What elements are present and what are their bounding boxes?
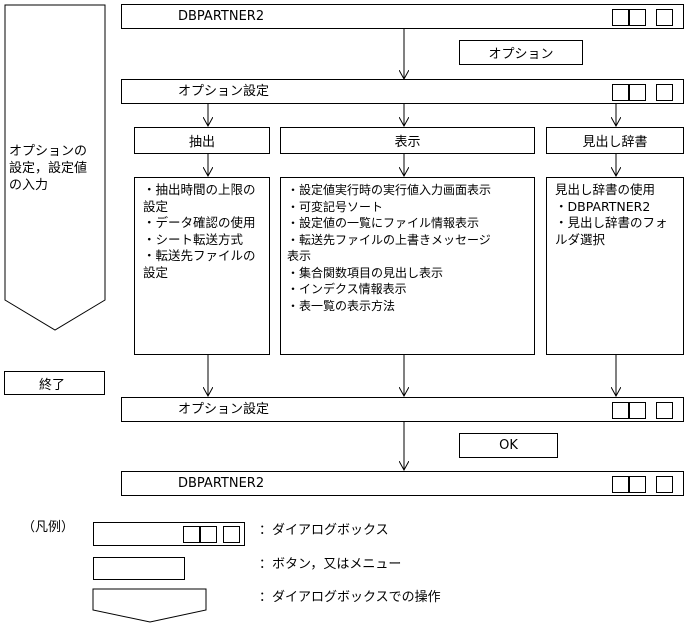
glossary-options-list: 見出し辞書の使用 ・DBPARTNER2 ・見出し辞書のフォ ルダ選択 — [546, 177, 684, 355]
dialog-dbpartner2-top: DBPARTNER2 — [121, 4, 684, 29]
legend-dialog-sample — [93, 522, 245, 546]
list-item: ・可変記号ソート — [287, 199, 384, 214]
legend-dialog-label: ：ダイアログボックス — [259, 523, 389, 538]
minimize-icon — [612, 476, 629, 493]
maximize-icon — [629, 9, 646, 26]
list-item: ・表一覧の表示方法 — [287, 298, 396, 313]
close-icon — [223, 526, 240, 543]
close-icon — [656, 9, 673, 26]
list-item: ・データ確認の使用 — [143, 215, 256, 230]
minimize-icon — [612, 402, 629, 419]
list-item: ルダ選択 — [555, 231, 606, 247]
list-item: ・設定値実行時の実行値入力画面表示 — [287, 183, 492, 197]
side-operation-label: オプションの 設定，設定値 の入力 — [9, 144, 88, 193]
maximize-icon — [629, 84, 646, 101]
dialog-title: オプション設定 — [178, 84, 270, 99]
list-item: 設定 — [143, 198, 169, 214]
tab-display-label: 表示 — [394, 135, 421, 150]
tab-extract[interactable]: 抽出 — [134, 127, 270, 154]
tab-display[interactable]: 表示 — [280, 127, 535, 154]
ok-button[interactable]: OK — [459, 433, 558, 458]
list-item: ・シート転送方式 — [143, 231, 244, 247]
tab-glossary[interactable]: 見出し辞書 — [546, 127, 684, 154]
maximize-icon — [629, 476, 646, 493]
legend-operation-shape — [92, 588, 207, 623]
option-button[interactable]: オプション — [459, 40, 583, 65]
dialog-options-return: オプション設定 — [121, 397, 684, 422]
list-item: ・転送先ファイルの — [143, 248, 256, 263]
legend-operation-label: ：ダイアログボックスでの操作 — [259, 590, 441, 605]
dialog-title: DBPARTNER2 — [178, 9, 265, 24]
list-item: ・インデクス情報表示 — [287, 282, 407, 296]
minimize-icon — [612, 9, 629, 26]
list-item: ・DBPARTNER2 — [555, 198, 651, 214]
window-controls — [612, 84, 673, 101]
minimize-icon — [183, 526, 200, 543]
end-button-label: 終了 — [39, 377, 66, 393]
window-controls — [612, 402, 673, 419]
dialog-dbpartner2-bottom: DBPARTNER2 — [121, 471, 684, 496]
extract-options-list: ・抽出時間の上限の 設定 ・データ確認の使用 ・シート転送方式 ・転送先ファイル… — [134, 177, 270, 355]
ok-button-label: OK — [499, 438, 518, 453]
option-button-label: オプション — [488, 47, 554, 62]
list-item: ・集合関数項目の見出し表示 — [287, 265, 444, 280]
window-controls — [612, 476, 673, 493]
end-button[interactable]: 終了 — [4, 371, 105, 395]
dialog-title: オプション設定 — [178, 402, 270, 417]
tab-extract-label: 抽出 — [188, 135, 215, 150]
tab-glossary-label: 見出し辞書 — [582, 135, 648, 150]
list-item: ・設定値の一覧にファイル情報表示 — [287, 216, 480, 230]
legend-button-label: ：ボタン，又はメニュー — [259, 557, 402, 572]
maximize-icon — [200, 526, 217, 543]
dialog-options: オプション設定 — [121, 79, 684, 104]
list-item: ・転送先ファイルの上書きメッセージ — [287, 232, 491, 247]
close-icon — [656, 402, 673, 419]
dialog-title: DBPARTNER2 — [178, 476, 265, 491]
list-item: ・抽出時間の上限の — [143, 182, 256, 197]
operation-arrow-shape — [4, 4, 106, 331]
list-item: 設定 — [143, 264, 169, 280]
list-item: 見出し辞書の使用 — [555, 182, 656, 197]
close-icon — [656, 84, 673, 101]
maximize-icon — [629, 402, 646, 419]
list-item: 表示 — [287, 249, 312, 263]
window-controls — [183, 526, 240, 543]
window-controls — [612, 9, 673, 26]
minimize-icon — [612, 84, 629, 101]
close-icon — [656, 476, 673, 493]
display-options-list: ・設定値実行時の実行値入力画面表示 ・可変記号ソート ・設定値の一覧にファイル情… — [280, 177, 535, 355]
legend-button-sample — [93, 557, 185, 580]
list-item: ・見出し辞書のフォ — [555, 215, 668, 230]
legend-title: （凡例） — [22, 520, 75, 535]
